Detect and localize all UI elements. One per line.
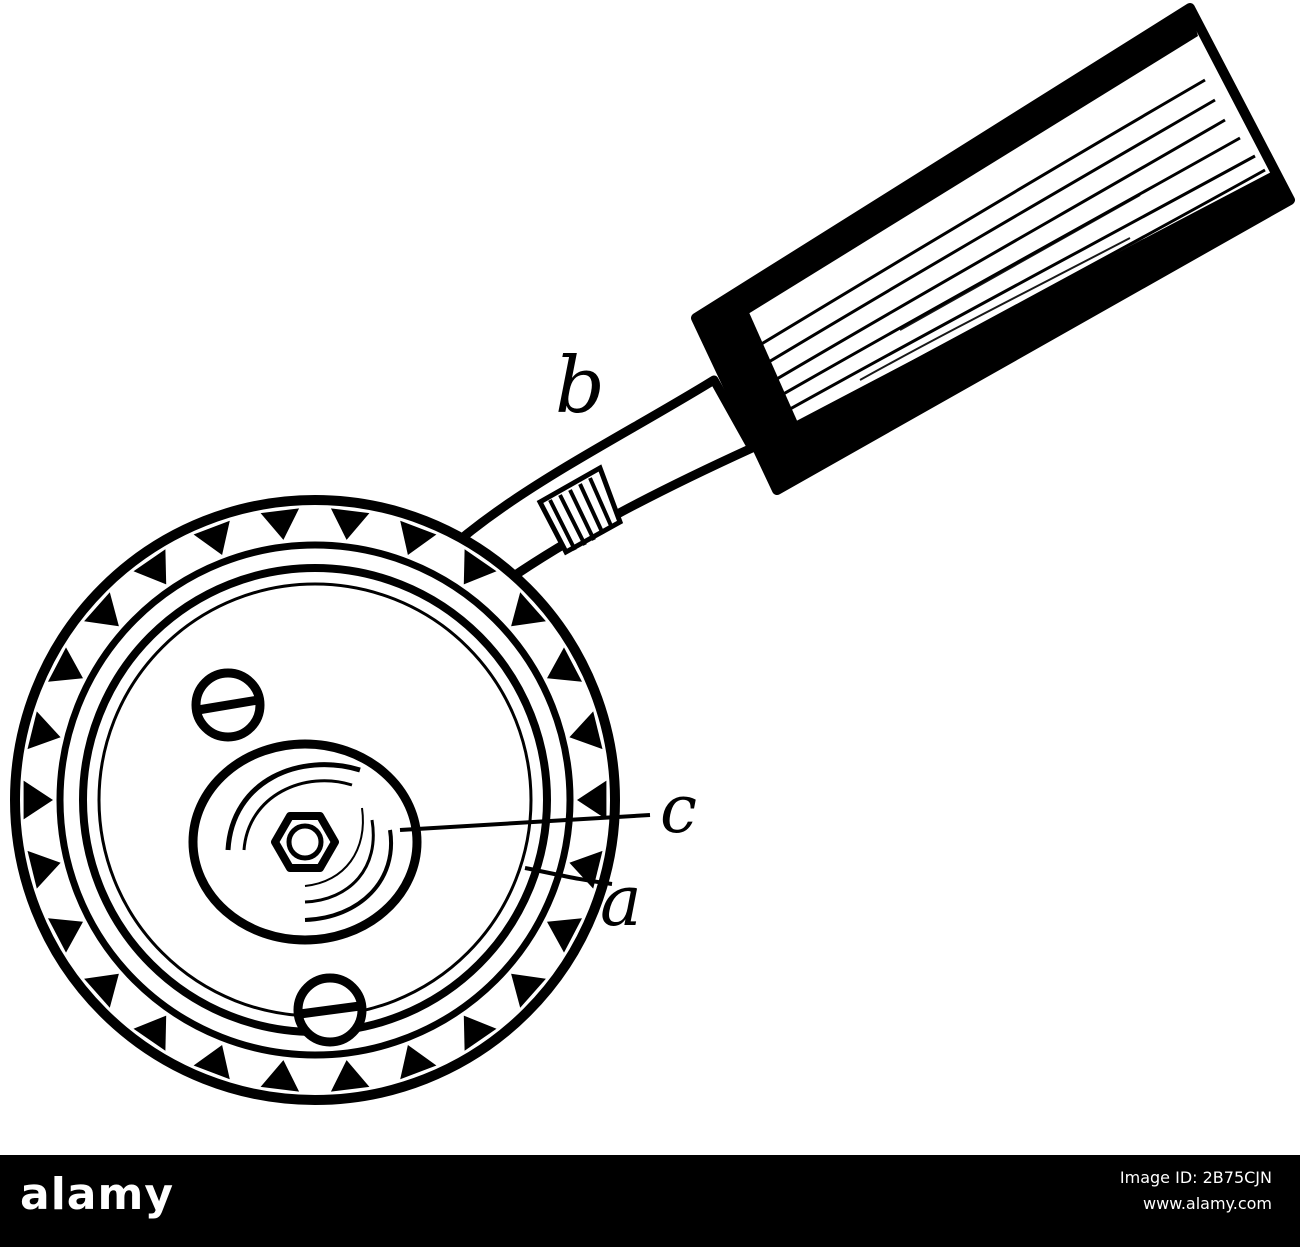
- label-a: a: [600, 860, 642, 942]
- wheel-tooth: [260, 1060, 300, 1092]
- wheel-tooth: [84, 592, 119, 627]
- alamy-logo: alamy: [20, 1169, 174, 1220]
- wheel-tooth: [27, 711, 61, 750]
- wheel-tooth: [330, 1060, 370, 1092]
- hex-nut: [271, 812, 339, 872]
- label-c: c: [660, 771, 697, 848]
- wheel-tooth: [569, 850, 603, 889]
- wheel-tooth: [577, 780, 607, 820]
- wheel-tooth: [27, 850, 61, 889]
- image-id-text: Image ID: 2B75CJN: [1119, 1168, 1272, 1187]
- wheel-tooth: [133, 549, 167, 585]
- wheel-tooth: [48, 918, 83, 953]
- wheel-tooth: [133, 1015, 167, 1051]
- wheel-tooth: [260, 508, 300, 540]
- screw: [293, 973, 367, 1047]
- wheel-tooth: [463, 1015, 497, 1051]
- wheel-tooth: [330, 508, 370, 540]
- label-b: b: [555, 341, 605, 431]
- roller-tool-illustration: b c a: [10, 3, 1295, 1105]
- wooden-handle: [691, 3, 1295, 495]
- wheel-tooth: [463, 549, 497, 585]
- wheel-tooth: [547, 647, 582, 682]
- wheel-tooth: [569, 711, 603, 750]
- wheel-tooth: [23, 780, 53, 820]
- leader-lines: [399, 813, 651, 886]
- wheel-tooth: [400, 520, 437, 555]
- site-url-text: www.alamy.com: [1143, 1194, 1272, 1213]
- wheel-tooth: [193, 1045, 230, 1080]
- watermark-footer: alamy Image ID: 2B75CJN www.alamy.com: [0, 1155, 1300, 1247]
- wheel-tooth: [511, 973, 546, 1008]
- wheel-tooth: [511, 592, 546, 627]
- wheel-teeth: [23, 508, 607, 1092]
- serrated-wheel: [10, 495, 620, 1105]
- wheel-tooth: [547, 918, 582, 953]
- screw: [191, 668, 265, 742]
- wheel-tooth: [400, 1045, 437, 1080]
- footer-meta: Image ID: 2B75CJN www.alamy.com: [1120, 1165, 1272, 1217]
- wheel-tooth: [48, 647, 83, 682]
- wheel-tooth: [84, 973, 119, 1008]
- wheel-tooth: [193, 520, 230, 555]
